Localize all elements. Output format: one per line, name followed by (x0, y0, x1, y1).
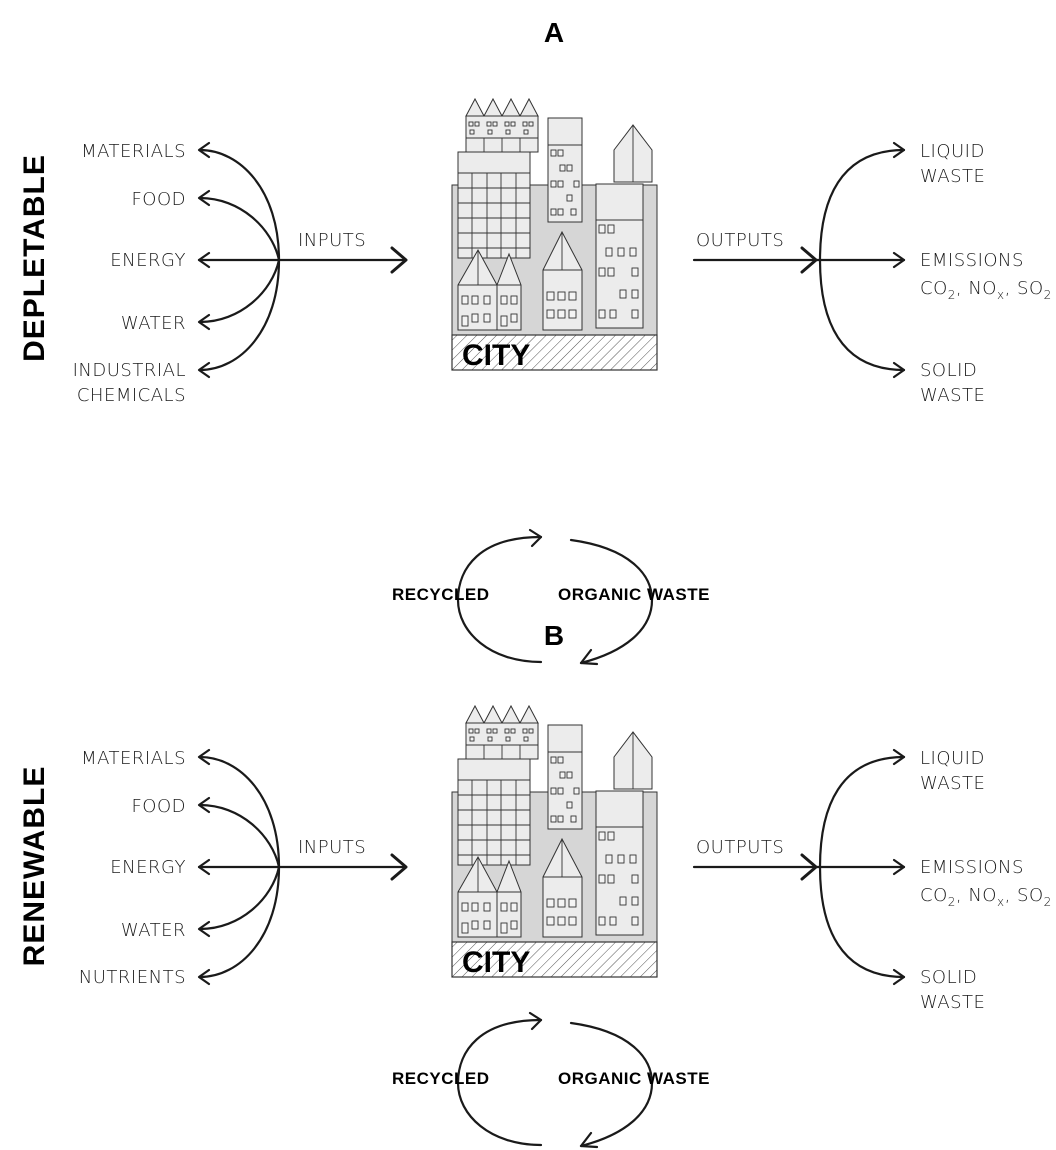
loop-2-right-label: ORGANIC WASTE (558, 1069, 710, 1088)
input-label-materials: MATERIALS (81, 748, 186, 769)
input-label-food: FOOD (131, 796, 186, 817)
panel-a-letter: A (544, 17, 564, 48)
inputs-label: INPUTS (298, 230, 366, 251)
output-liquid-line1: LIQUID (920, 141, 985, 162)
recycle-loop-1: RECYCLED ORGANIC WASTE (392, 528, 710, 666)
output-fan-arrows (692, 141, 906, 379)
input-label-energy: ENERGY (110, 857, 186, 878)
panel-a-side-label: DEPLETABLE (18, 154, 51, 362)
output-solid-line1: SOLID (920, 360, 977, 381)
city-illustration: CITY (451, 98, 658, 372)
input-label-industrial: INDUSTRIAL (73, 360, 186, 381)
output-fan-arrows (692, 748, 906, 986)
outputs-label: OUTPUTS (696, 837, 784, 858)
input-label-energy: ENERGY (110, 250, 186, 271)
output-emissions: EMISSIONS (920, 857, 1024, 878)
output-solid-line2: WASTE (920, 385, 985, 406)
city-label: CITY (462, 946, 530, 979)
panel-b-side-label: RENEWABLE (18, 766, 51, 967)
output-solid-line1: SOLID (920, 967, 977, 988)
input-label-food: FOOD (131, 189, 186, 210)
outputs-label: OUTPUTS (696, 230, 784, 251)
output-solid-line2: WASTE (920, 992, 985, 1013)
input-label-chemicals: CHEMICALS (77, 385, 186, 406)
city-illustration: CITY (451, 705, 658, 979)
loop-1-left-label: RECYCLED (392, 585, 490, 604)
input-fan-arrows (197, 141, 408, 379)
input-label-nutrients: NUTRIENTS (79, 967, 186, 988)
loop-1-right-label: ORGANIC WASTE (558, 585, 710, 604)
inputs-label: INPUTS (298, 837, 366, 858)
input-label-materials: MATERIALS (81, 141, 186, 162)
output-emissions: EMISSIONS (920, 250, 1024, 271)
output-emission-species: CO2, NOx, SO2 (920, 885, 1052, 909)
output-liquid-line1: LIQUID (920, 748, 985, 769)
input-fan-arrows (197, 748, 408, 986)
output-liquid-line2: WASTE (920, 773, 985, 794)
input-label-water: WATER (121, 313, 186, 334)
panel-a: A DEPLETABLE MATERIALS FOOD ENERGY WATER… (18, 17, 1052, 406)
output-emission-species: CO2, NOx, SO2 (920, 278, 1052, 302)
panel-b: B RENEWABLE MATERIALS FOOD ENERGY WATER … (18, 620, 1052, 1013)
panel-b-letter: B (544, 620, 564, 651)
recycle-loop-2: RECYCLED ORGANIC WASTE (392, 1011, 710, 1149)
city-label: CITY (462, 339, 530, 372)
output-liquid-line2: WASTE (920, 166, 985, 187)
loop-2-left-label: RECYCLED (392, 1069, 490, 1088)
input-label-water: WATER (121, 920, 186, 941)
